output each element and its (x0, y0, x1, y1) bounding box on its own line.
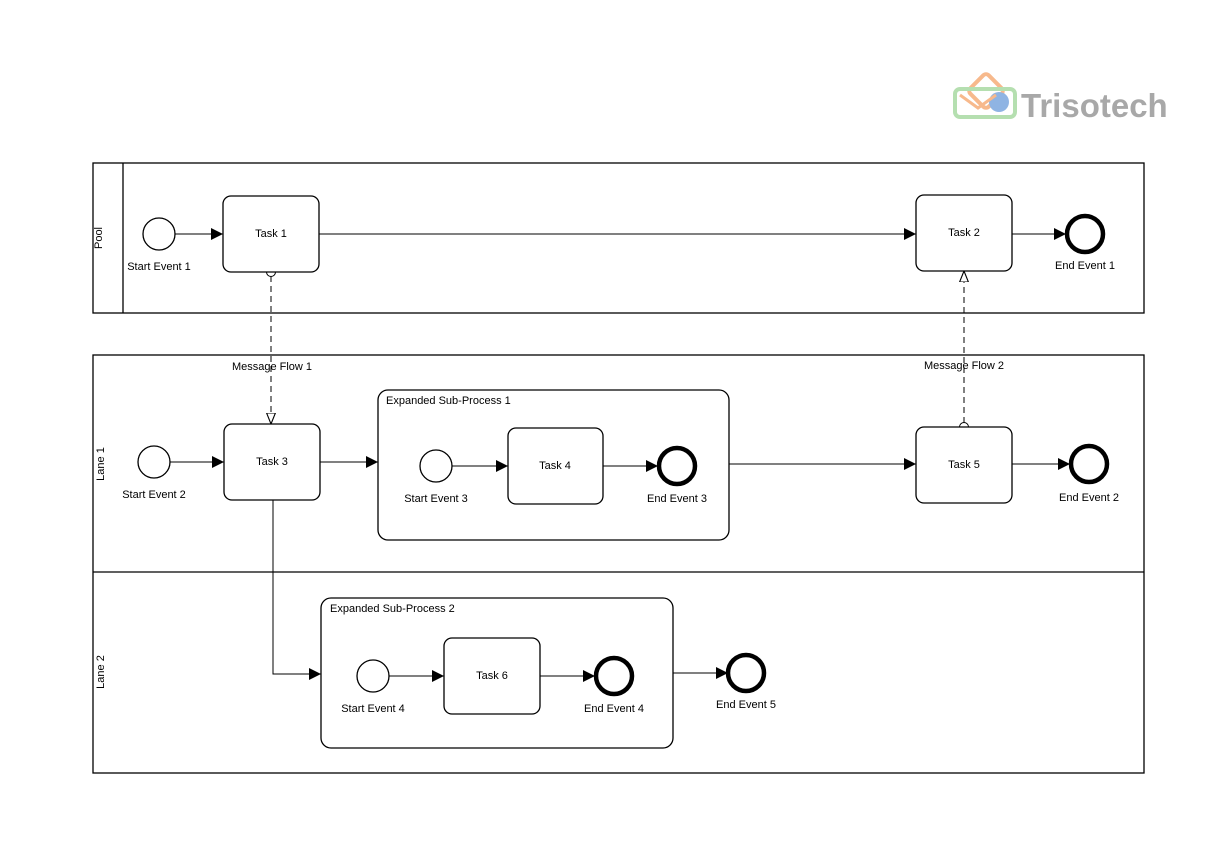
start-event-2[interactable]: Start Event 2 (122, 445, 186, 501)
subprocess-2-label: Expanded Sub-Process 2 (330, 603, 455, 615)
task-3-label: Task 3 (256, 456, 288, 468)
task-1-box[interactable] (222, 195, 320, 273)
start-event-4-label: Start Event 4 (341, 703, 405, 715)
lanes-border (92, 354, 1145, 774)
message-flow-1-label: Message Flow 1 (232, 361, 312, 373)
task-5[interactable]: Task 5 (915, 426, 1013, 504)
end-event-4-label: End Event 4 (584, 703, 644, 715)
pool: Pool (92, 162, 1145, 314)
flow-task3-subprocess2[interactable] (272, 500, 321, 680)
task-2-label: Task 2 (948, 227, 980, 239)
end-event-3[interactable]: End Event 3 (647, 445, 707, 505)
pool-border (92, 162, 1145, 314)
end-event-4-circle[interactable] (593, 655, 635, 697)
end-event-3-label: End Event 3 (647, 493, 707, 505)
end-event-3-circle[interactable] (656, 445, 698, 487)
message-flow-2[interactable]: Message Flow 2 (924, 271, 1004, 432)
lane-2-label: Lane 2 (95, 655, 107, 689)
task-1[interactable]: Task 1 (222, 195, 320, 273)
end-event-2-circle[interactable] (1068, 443, 1110, 485)
task-6-label: Task 6 (476, 670, 508, 682)
start-event-2-circle[interactable] (137, 445, 171, 479)
end-event-4[interactable]: End Event 4 (584, 655, 644, 715)
task-5-box[interactable] (915, 426, 1013, 504)
end-event-5-label: End Event 5 (716, 699, 776, 711)
lanes-container: Lane 1 Lane 2 (92, 354, 1145, 774)
task-2-box[interactable] (915, 194, 1013, 272)
start-event-3-label: Start Event 3 (404, 493, 468, 505)
start-event-1-circle[interactable] (142, 217, 176, 251)
start-event-4-circle[interactable] (356, 659, 390, 693)
task-6[interactable]: Task 6 (443, 637, 541, 715)
subprocess-1[interactable]: Expanded Sub-Process 1 (377, 389, 730, 541)
trisotech-logo-text: Trisotech (1021, 87, 1168, 124)
end-event-1[interactable]: End Event 1 (1055, 213, 1115, 272)
task-6-box[interactable] (443, 637, 541, 715)
sequence-flows (170, 228, 1070, 682)
subprocess-1-box[interactable] (377, 389, 730, 541)
start-event-4[interactable]: Start Event 4 (341, 659, 405, 715)
task-5-label: Task 5 (948, 459, 980, 471)
start-event-3[interactable]: Start Event 3 (404, 449, 468, 505)
end-event-5[interactable]: End Event 5 (716, 652, 776, 711)
task-3-box[interactable] (223, 423, 321, 501)
task-4-label: Task 4 (539, 460, 571, 472)
trisotech-logo-icon (953, 72, 1017, 119)
trisotech-logo: Trisotech (953, 72, 1168, 124)
lane-1-label: Lane 1 (95, 447, 107, 481)
start-event-2-label: Start Event 2 (122, 489, 186, 501)
end-event-1-label: End Event 1 (1055, 260, 1115, 272)
task-3[interactable]: Task 3 (223, 423, 321, 501)
task-2[interactable]: Task 2 (915, 194, 1013, 272)
task-1-label: Task 1 (255, 228, 287, 240)
message-flow-2-label: Message Flow 2 (924, 360, 1004, 372)
subprocess-1-label: Expanded Sub-Process 1 (386, 395, 511, 407)
end-event-1-circle[interactable] (1064, 213, 1106, 255)
task-4-box[interactable] (507, 427, 604, 505)
end-event-2[interactable]: End Event 2 (1059, 443, 1119, 504)
task-4[interactable]: Task 4 (507, 427, 604, 505)
start-event-3-circle[interactable] (419, 449, 453, 483)
end-event-5-circle[interactable] (725, 652, 767, 694)
end-event-2-label: End Event 2 (1059, 492, 1119, 504)
start-event-1[interactable]: Start Event 1 (127, 217, 191, 273)
message-flow-1[interactable]: Message Flow 1 (232, 267, 312, 425)
pool-label: Pool (93, 227, 105, 249)
start-event-1-label: Start Event 1 (127, 261, 191, 273)
